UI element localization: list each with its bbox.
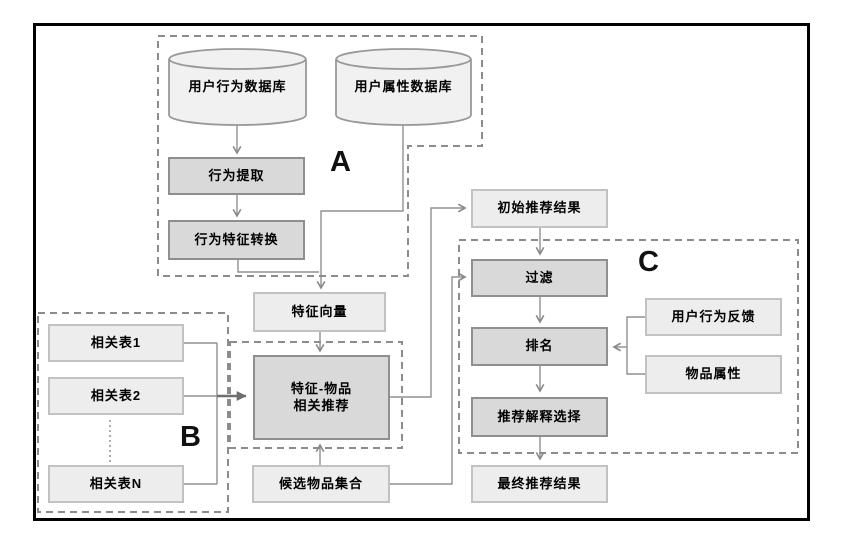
edge-feedback-attribute-bracket xyxy=(626,316,645,375)
node-related-table-n: 相关表N xyxy=(48,465,184,503)
node-label: 推荐解释选择 xyxy=(497,408,582,424)
node-filter: 过滤 xyxy=(471,259,608,297)
section-a-label: A xyxy=(330,146,351,178)
cylinder-label: 用户行为数据库 xyxy=(188,79,287,94)
node-user-behavior-feedback: 用户行为反馈 xyxy=(645,298,782,336)
edge-attribute-db-to-feature-vector xyxy=(316,125,404,290)
node-initial-rec-result: 初始推荐结果 xyxy=(471,189,608,228)
node-label: 特征向量 xyxy=(291,303,348,319)
node-feature-vector: 特征向量 xyxy=(253,292,386,332)
section-c-label: C xyxy=(638,246,659,278)
section-a-outline xyxy=(157,35,483,277)
node-item-attribute: 物品属性 xyxy=(645,355,782,394)
cylinder-body xyxy=(168,59,307,126)
node-label: 相关表2 xyxy=(90,387,142,403)
node-behavior-feature-convert: 行为特征转换 xyxy=(168,220,305,260)
cylinder-top xyxy=(335,48,472,70)
node-label-line1: 特征-物品 xyxy=(290,380,353,396)
section-b-outline xyxy=(37,312,229,513)
node-related-table-2: 相关表2 xyxy=(48,377,184,415)
cylinder-user-behavior-db: 用户行为数据库 xyxy=(168,48,307,126)
cylinder-top xyxy=(168,48,307,70)
cylinder-body xyxy=(335,59,472,126)
edge-convert-join xyxy=(237,260,319,273)
node-label: 行为提取 xyxy=(208,167,265,183)
cylinder-label: 用户属性数据库 xyxy=(354,79,453,94)
node-label-line2: 相关推荐 xyxy=(293,397,350,413)
node-candidate-item-set: 候选物品集合 xyxy=(252,465,390,503)
node-related-table-1: 相关表1 xyxy=(48,324,184,362)
node-label: 物品属性 xyxy=(685,366,742,382)
node-label: 相关表N xyxy=(89,475,143,491)
cylinder-user-attribute-db: 用户属性数据库 xyxy=(335,48,472,126)
node-label: 候选物品集合 xyxy=(278,475,363,491)
node-ranking: 排名 xyxy=(471,327,608,366)
node-final-rec-result: 最终推荐结果 xyxy=(471,465,608,503)
node-label: 行为特征转换 xyxy=(194,231,279,247)
node-behavior-extract: 行为提取 xyxy=(168,157,305,195)
node-label: 相关表1 xyxy=(90,334,142,350)
node-label: 初始推荐结果 xyxy=(497,200,582,216)
node-label: 最终推荐结果 xyxy=(497,475,582,491)
edge-feature-item-to-initial-result xyxy=(390,203,467,398)
section-c-outline xyxy=(458,239,799,454)
node-label: 用户行为反馈 xyxy=(671,308,756,324)
node-label: 排名 xyxy=(525,338,554,354)
node-rec-explanation-select: 推荐解释选择 xyxy=(471,397,608,437)
node-label: 过滤 xyxy=(525,269,554,285)
node-feature-item-recommend: 特征-物品 相关推荐 xyxy=(253,355,390,440)
edge-candidate-to-filter xyxy=(390,272,467,485)
section-b-label: B xyxy=(180,421,201,453)
